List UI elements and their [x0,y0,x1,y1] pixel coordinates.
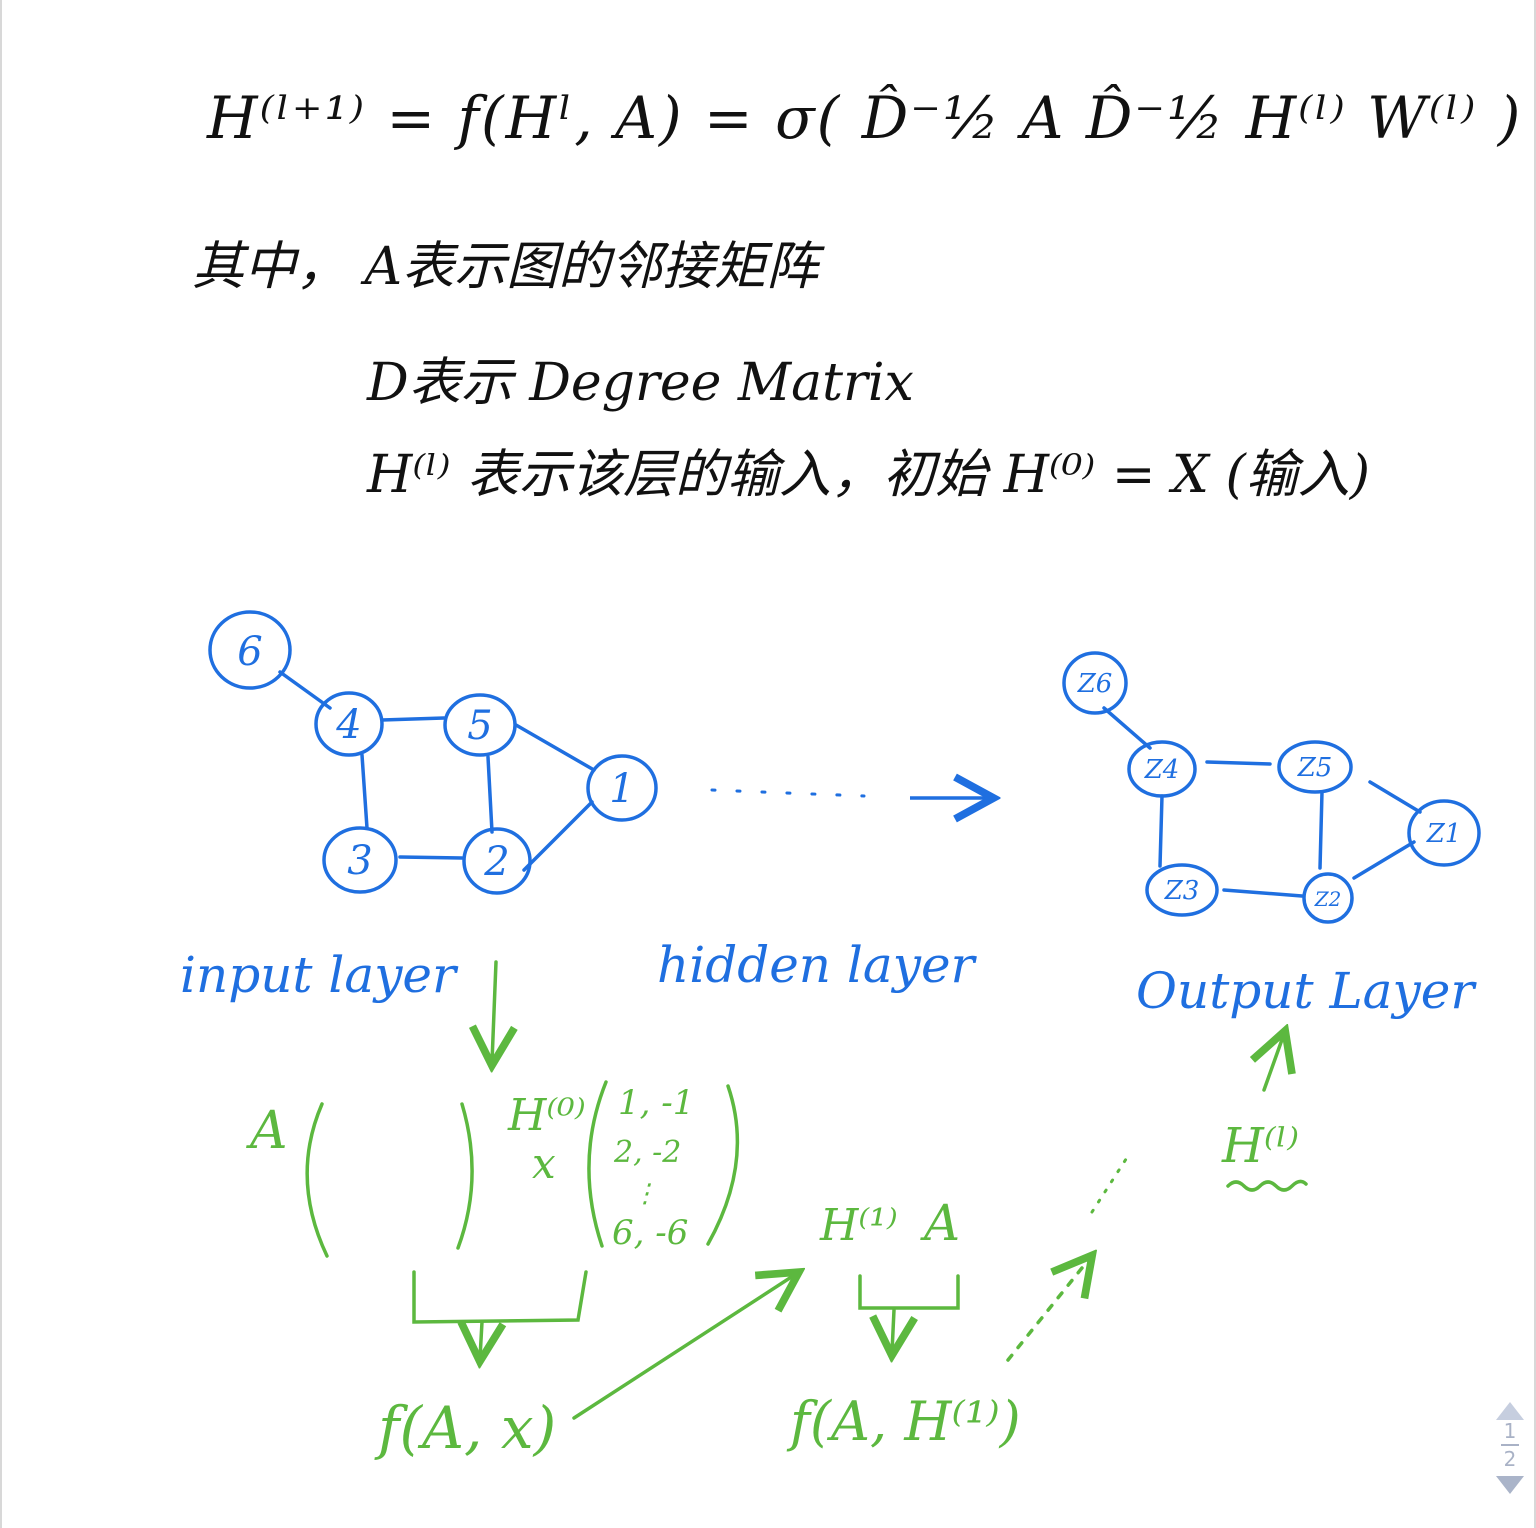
node-z2 [1302,872,1354,924]
hl-squiggle [1226,1179,1308,1192]
input-layer-label: input layer [180,946,459,1004]
matrix-a-left-bracket [305,1102,329,1258]
node-5-label: 5 [467,703,492,749]
matrix-a-right-bracket [456,1102,474,1250]
layer-labels: input layer hidden layer Output Layer [180,936,1477,1020]
node-z3 [1145,863,1219,917]
group-bracket-2 [858,1274,960,1310]
node-z1-label: Z1 [1426,819,1462,849]
a2-label: A [920,1194,960,1252]
gcn-formula: H⁽ˡ⁺¹⁾ = f(Hˡ, A) = σ( D̂⁻½ A D̂⁻½ H⁽ˡ⁾ … [207,84,1523,152]
page-separator [1501,1444,1519,1446]
edge-4-3 [360,753,369,830]
h1-label: H⁽¹⁾ [819,1200,898,1251]
hl-label: H⁽ˡ⁾ [1221,1118,1299,1174]
arrow-f-ax-to-h1 [572,1274,796,1420]
node-3 [322,826,398,894]
dotted-continuation [1090,1154,1130,1214]
prev-page-icon[interactable] [1496,1402,1524,1420]
node-1 [586,754,658,822]
node-z2-label: Z2 [1314,887,1342,911]
flow-x-label: x [532,1139,556,1188]
matrix-x-right-bracket [706,1084,740,1246]
matrix-x-left-bracket [587,1080,608,1248]
node-6-label: 6 [237,629,262,675]
arrow-to-f-ah1 [892,1308,894,1352]
edge-z4-z3 [1158,794,1164,868]
arrow-input-to-h0 [492,960,496,1062]
hidden-layer-label: hidden layer [657,936,978,994]
matrix-row-6: 6, -6 [612,1213,688,1253]
edge-3-2 [398,855,464,860]
node-2 [462,827,532,895]
group-bracket-1 [412,1270,588,1324]
output-graph-labels: Z6 Z4 Z5 Z1 Z3 Z2 [1077,669,1462,911]
edge-4-5 [380,716,446,722]
edge-z6-z4 [1102,706,1152,750]
current-page: 1 [1503,1419,1517,1443]
page-navigator: 1 2 [1490,1396,1530,1524]
note-layer-input: H⁽ˡ⁾ 表示该层的输入，初始 H⁽⁰⁾ = X (输入) [367,445,1371,505]
edge-5-1 [514,723,596,772]
node-4 [314,691,384,757]
f-ah1-label: f(A, H⁽¹⁾) [786,1390,1021,1453]
node-4-label: 4 [335,702,361,748]
node-5 [443,693,517,757]
arrow-to-f-ax [480,1322,482,1358]
edge-5-2 [486,755,494,834]
node-2-label: 2 [483,839,509,885]
edge-z5-z2 [1318,790,1324,870]
node-z3-label: Z3 [1164,876,1200,906]
node-z5-label: Z5 [1297,753,1333,783]
edge-z3-z2 [1222,888,1304,898]
node-z5 [1277,740,1353,794]
edge-z1-z2 [1352,840,1416,880]
flow-h0-label: H⁽⁰⁾ [507,1090,586,1141]
node-6 [208,610,292,690]
input-graph [208,610,658,895]
input-graph-labels: 6 4 5 1 3 2 [237,629,634,885]
node-z4-label: Z4 [1144,755,1180,785]
node-z6 [1062,651,1128,715]
node-z4 [1127,740,1197,798]
edge-z4-z5 [1205,760,1272,766]
dashed-continuation [1006,1258,1090,1362]
computation-labels: A H⁽⁰⁾ x 1, -1 2, -2 ⋮ 6, -6 f(A, x) H⁽¹… [246,1083,1299,1462]
matrix-row-2: 2, -2 [613,1135,681,1170]
next-page-icon[interactable] [1496,1476,1524,1494]
node-z1 [1407,799,1481,867]
edge-6-4 [278,670,332,710]
output-layer-label: Output Layer [1136,962,1477,1020]
matrix-row-1: 1, -1 [618,1083,694,1123]
node-3-label: 3 [347,838,372,884]
total-pages: 2 [1503,1447,1517,1471]
computation-flow [305,960,1308,1420]
edge-z5-z1 [1368,780,1422,814]
note-adjacency: 其中， A表示图的邻接矩阵 [192,237,819,297]
output-graph [1062,651,1481,924]
note-degree: D表示 Degree Matrix [367,353,914,413]
flow-a-label: A [246,1101,288,1161]
arrow-hl-to-output [1264,1034,1284,1092]
node-1-label: 1 [609,766,634,812]
f-ax-label: f(A, x) [374,1394,556,1462]
node-z6-label: Z6 [1077,669,1113,699]
hidden-dots [710,788,866,798]
edge-1-2 [522,800,594,872]
matrix-row-dots: ⋮ [632,1179,658,1209]
